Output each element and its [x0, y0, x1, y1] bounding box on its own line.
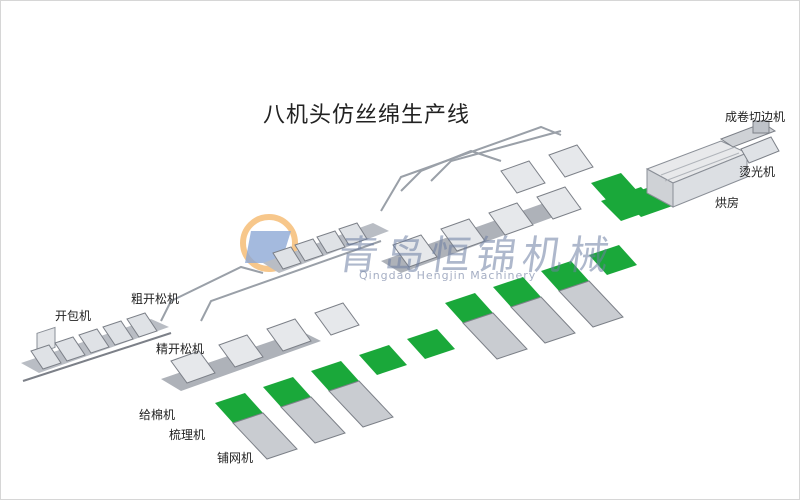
label-carding: 梳理机 [169, 428, 206, 442]
watermark-en: Qingdao Hengjin Machinery [359, 269, 537, 282]
label-calender: 烫光机 [739, 165, 776, 179]
label-feeder: 给棉机 [139, 408, 176, 422]
air-ducts [160, 125, 562, 322]
label-bale-opener: 开包机 [55, 309, 92, 323]
lower-carding-line [161, 302, 455, 460]
calender-and-winder [719, 120, 780, 164]
label-fine-opener: 精开松机 [156, 342, 205, 356]
oven [645, 140, 749, 208]
label-oven: 烘房 [715, 196, 740, 210]
label-cross-lapper: 铺网机 [217, 451, 254, 465]
label-coarse-opener: 粗开松机 [131, 292, 180, 306]
upper-bale-opener-machines [263, 222, 389, 273]
bale-opener-machines [21, 312, 172, 382]
diagram-title: 八机头仿丝绵生产线 [263, 103, 471, 128]
label-winder: 成卷切边机 [725, 110, 786, 124]
